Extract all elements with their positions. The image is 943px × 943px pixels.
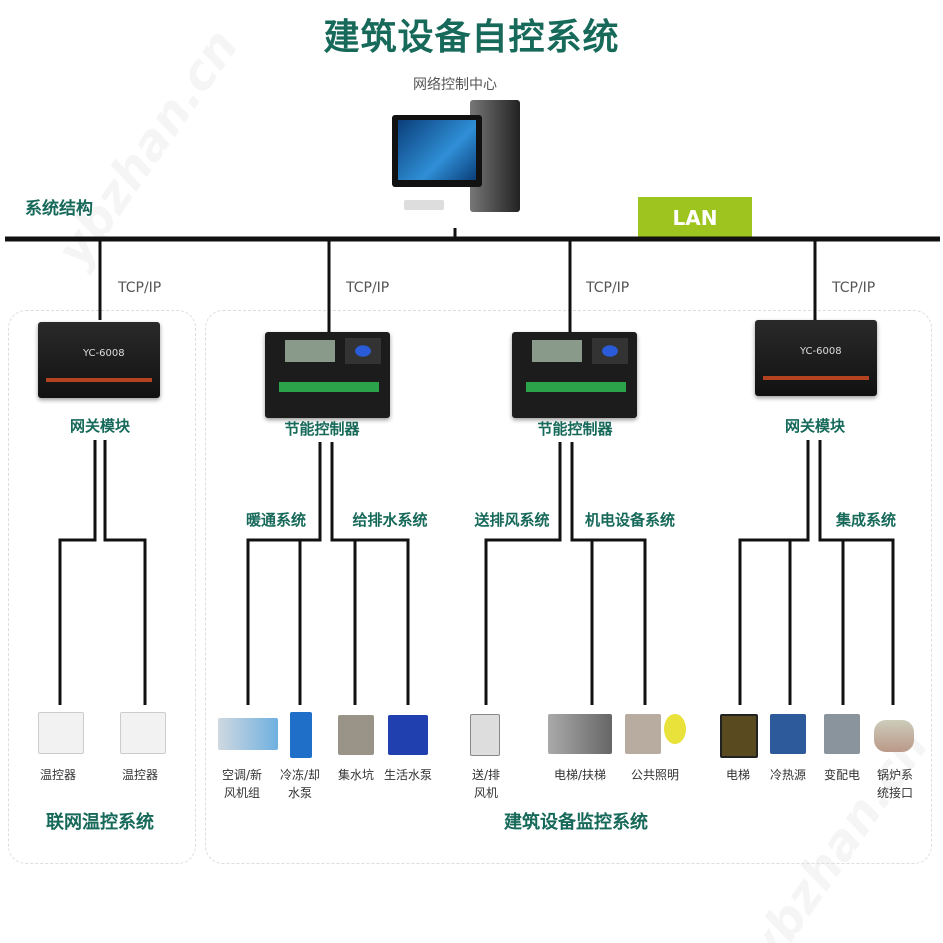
device-model: YC-6008 (83, 348, 125, 359)
power-distribution-icon (824, 714, 860, 754)
escalator-icon (548, 714, 612, 754)
endpoint-label: 冷热源 (769, 768, 807, 782)
thermostat-icon (38, 712, 84, 754)
endpoint-label: 电梯 (725, 768, 751, 782)
control-center-label: 网络控制中心 (413, 77, 497, 93)
endpoint-label: 生活水泵 (383, 768, 433, 782)
tcpip-label: TCP/IP (586, 280, 630, 296)
tcpip-label: TCP/IP (118, 280, 162, 296)
energy-controller-device (512, 332, 637, 418)
device-label: 网关模块 (69, 417, 131, 435)
endpoint-label: 温控器 (121, 768, 159, 782)
endpoint-label: 变配电 (823, 768, 861, 782)
ahu-icon (218, 718, 278, 750)
group-title: 建筑设备监控系统 (504, 812, 648, 833)
page-title: 建筑设备自控系统 (323, 16, 620, 58)
endpoint-label: 公共照明 (630, 768, 680, 782)
elevator-icon (720, 714, 758, 758)
endpoint-label: 锅炉系 统接口 (876, 768, 914, 800)
device-label: 网关模块 (784, 417, 846, 435)
gateway-module-device: YC-6008 (755, 320, 877, 396)
subsystem-label: 暖通系统 (245, 511, 307, 529)
device-label: 节能控制器 (537, 420, 613, 438)
gateway-module-device: YC-6008 (38, 322, 160, 398)
light-bulb-icon (664, 714, 686, 744)
endpoint-label: 集水坑 (337, 768, 375, 782)
structure-label: 系统结构 (25, 199, 93, 219)
computer-icon (392, 100, 522, 218)
endpoint-label: 电梯/扶梯 (553, 768, 607, 782)
pump-icon (290, 712, 312, 758)
tcpip-label: TCP/IP (346, 280, 390, 296)
sump-icon (338, 715, 374, 755)
fan-icon (470, 714, 500, 756)
boiler-icon (874, 720, 914, 752)
energy-controller-device (265, 332, 390, 418)
endpoint-label: 空调/新 风机组 (221, 768, 263, 800)
subsystem-label: 给排水系统 (352, 511, 428, 529)
water-pump-icon (388, 715, 428, 755)
group-box-thermostat (8, 310, 196, 864)
endpoint-label: 温控器 (39, 768, 77, 782)
endpoint-label: 送/排 风机 (471, 768, 501, 800)
tcpip-label: TCP/IP (832, 280, 876, 296)
subsystem-label: 机电设备系统 (584, 511, 676, 529)
device-model: YC-6008 (800, 346, 842, 357)
group-title: 联网温控系统 (46, 812, 154, 833)
thermostat-icon (120, 712, 166, 754)
endpoint-label: 冷冻/却 水泵 (279, 768, 321, 800)
device-label: 节能控制器 (284, 420, 360, 438)
subsystem-label: 送排风系统 (474, 511, 550, 529)
subsystem-label: 集成系统 (835, 511, 897, 529)
switch-panel-icon (625, 714, 661, 754)
hvac-source-icon (770, 714, 806, 754)
lan-badge: LAN (638, 197, 752, 237)
